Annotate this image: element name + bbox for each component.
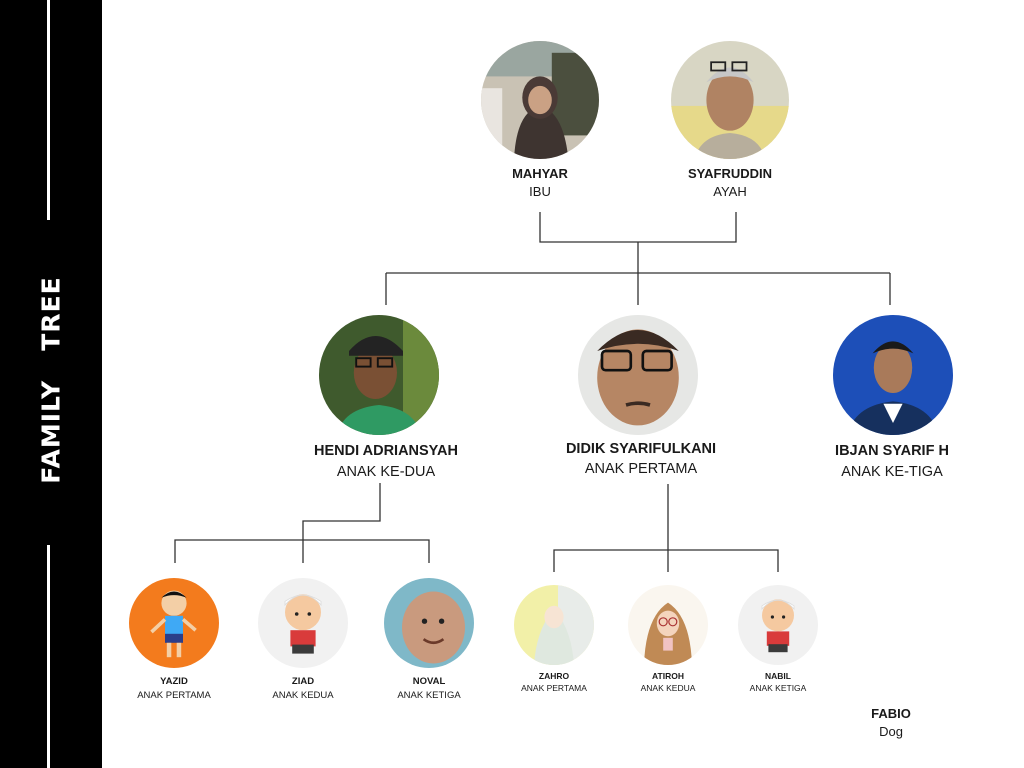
pet-role: Dog (879, 724, 903, 739)
zahro-name: ZAHRO (538, 671, 570, 681)
mother-name: MAHYAR (512, 166, 568, 181)
connector-parents (539, 212, 737, 243)
sidebar-divider-bottom (47, 545, 50, 768)
ziad-role: ANAK KEDUA (272, 690, 334, 701)
mother-role: IBU (529, 184, 551, 199)
ziad-name: ZIAD (291, 676, 315, 687)
didik-name: DIDIK SYARIFULKANI (565, 441, 717, 457)
noval-role: ANAK KETIGA (397, 690, 461, 701)
father-photo (671, 41, 789, 159)
didik-role: ANAK PERTAMA (584, 461, 698, 477)
didik-photo (578, 315, 698, 435)
connector-hendi-kids (174, 539, 430, 563)
noval-photo (384, 578, 474, 668)
ziad-photo (258, 578, 348, 668)
connector-hendi-down (302, 483, 381, 540)
hendi-role: ANAK KE-DUA (336, 464, 436, 480)
father-name: SYAFRUDDIN (687, 166, 773, 181)
ibjan-photo (833, 315, 953, 435)
nabil-name: NABIL (765, 671, 791, 681)
zahro-photo (514, 585, 594, 665)
nabil-role: ANAK KETIGA (749, 683, 807, 693)
father-role: AYAH (713, 184, 747, 199)
sidebar: FAMILY TREE (0, 0, 102, 768)
ibjan-role: ANAK KE-TIGA (841, 464, 943, 480)
yazid-photo (129, 578, 219, 668)
hendi-name: HENDI ADRIANSYAH (314, 443, 458, 459)
mother-photo (481, 41, 599, 159)
pet-name: FABIO (871, 706, 911, 721)
yazid-role: ANAK PERTAMA (137, 690, 211, 701)
atiroh-role: ANAK KEDUA (640, 683, 696, 693)
connector-didik-kids (553, 549, 779, 572)
atiroh-photo (628, 585, 708, 665)
noval-name: NOVAL (412, 676, 446, 687)
nabil-photo (738, 585, 818, 665)
sidebar-divider-top (47, 0, 50, 220)
hendi-photo (319, 315, 439, 435)
zahro-role: ANAK PERTAMA (521, 683, 587, 693)
yazid-name: YAZID (160, 676, 188, 687)
atiroh-name: ATIROH (652, 671, 684, 681)
ibjan-name: IBJAN SYARIF H (835, 443, 949, 459)
